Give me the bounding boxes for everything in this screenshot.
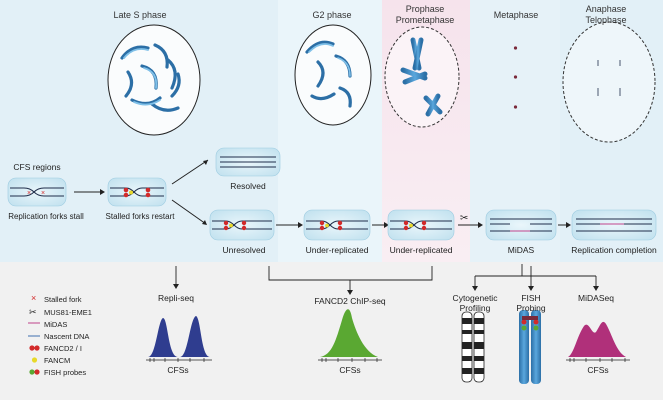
- phase-telophase: Telophase: [585, 15, 627, 25]
- completion-box: [571, 209, 657, 241]
- metaphase-centromeres: [513, 46, 518, 109]
- label-fish: FISH: [521, 293, 541, 303]
- label-midaseq: MiDASeq: [578, 293, 614, 303]
- repli-seq-axis: [146, 358, 212, 362]
- cfs-box: [7, 177, 67, 207]
- cytogenetic-chromosome: [461, 311, 485, 383]
- under-replicated-box-2: [387, 209, 455, 241]
- phase-metaphase: Metaphase: [493, 10, 539, 20]
- label-resolved: Resolved: [230, 181, 266, 191]
- label-forks-restart: Stalled forks restart: [105, 212, 175, 221]
- legend-fancm: FANCM: [44, 355, 71, 365]
- label-completion: Replication completion: [571, 245, 657, 255]
- label-repli-seq: Repli-seq: [158, 293, 194, 303]
- legend-symbols: × ✂: [28, 293, 40, 375]
- label-midas: MiDAS: [507, 245, 535, 255]
- anaphase-nucleus: [562, 21, 656, 143]
- label-under-replicated-2: Under-replicated: [389, 245, 453, 255]
- midaseq-peak: [568, 321, 626, 357]
- label-cfs-regions: CFS regions: [13, 162, 61, 172]
- prophase-chromosomes: [400, 37, 443, 117]
- g2-nucleus: [294, 24, 372, 126]
- arrow-restart-unresolved: [171, 199, 207, 225]
- scissors-icon: ✂: [460, 213, 468, 224]
- phase-g2: G2 phase: [312, 10, 352, 20]
- svg-text:×: ×: [31, 293, 36, 303]
- unresolved-box-group: [209, 209, 275, 241]
- arrow-restart-resolved: [171, 159, 209, 185]
- late-s-chromatin-light: [123, 48, 161, 106]
- g2-chromatin-light: [308, 43, 351, 77]
- g2-chromatin: [305, 40, 352, 108]
- anaphase-dna-lines: [597, 60, 621, 96]
- label-fancd2-chip: FANCD2 ChIP-seq: [314, 296, 386, 306]
- legend-midas: MiDAS: [44, 319, 68, 329]
- connector-arrowheads: [173, 284, 599, 295]
- repli-seq-peak-1: [148, 318, 178, 357]
- midas-box: [485, 209, 557, 241]
- svg-text:✂: ✂: [29, 308, 37, 318]
- restart-box: [107, 177, 167, 207]
- legend-stalled-fork: Stalled fork: [44, 294, 82, 304]
- stalled-fork-mark-2: ×: [41, 190, 45, 197]
- under-replicated-box-1: [303, 209, 371, 241]
- fish-chromosome: [519, 310, 541, 384]
- label-cytogenetic: Cytogenetic: [452, 293, 498, 303]
- label-forks-stall: Replication forks stall: [8, 212, 84, 221]
- restart-fancd2: [123, 187, 151, 198]
- repli-seq-peak-2: [180, 316, 210, 357]
- phase-late-s: Late S phase: [113, 10, 167, 20]
- legend-mus81: MUS81-EME1: [44, 307, 92, 317]
- label-profiling: Profiling: [459, 303, 491, 313]
- label-cfs-2: CFSs: [339, 365, 361, 375]
- label-cfs-1: CFSs: [167, 365, 189, 375]
- anaphase-chromosomes: [595, 27, 623, 129]
- label-cfs-3: CFSs: [587, 365, 609, 375]
- label-under-replicated-1: Under-replicated: [305, 245, 369, 255]
- phase-anaphase: Anaphase: [585, 4, 627, 14]
- cfs-dna: [10, 187, 64, 197]
- stalled-fork-mark-1: ×: [27, 190, 31, 197]
- metaphase-chromosomes: [509, 33, 522, 121]
- restart-fancm: [129, 190, 133, 195]
- legend-nascent-dna: Nascent DNA: [44, 331, 90, 341]
- label-probing: Probing: [516, 303, 546, 313]
- phase-prophase: Prophase: [405, 4, 445, 14]
- resolved-dna: [220, 156, 276, 168]
- late-s-nucleus: [107, 24, 201, 136]
- lower-panel: [0, 262, 663, 400]
- connector-lines: [175, 264, 597, 290]
- legend-fancd2: FANCD2 / I: [44, 343, 82, 353]
- phase-prometaphase: Prometaphase: [395, 15, 455, 25]
- midaseq-axis: [566, 358, 630, 362]
- legend-fish-probes: FISH probes: [44, 367, 87, 377]
- chip-seq-axis: [318, 358, 382, 362]
- label-unresolved: Unresolved: [222, 245, 266, 255]
- chip-seq-peak: [320, 309, 378, 357]
